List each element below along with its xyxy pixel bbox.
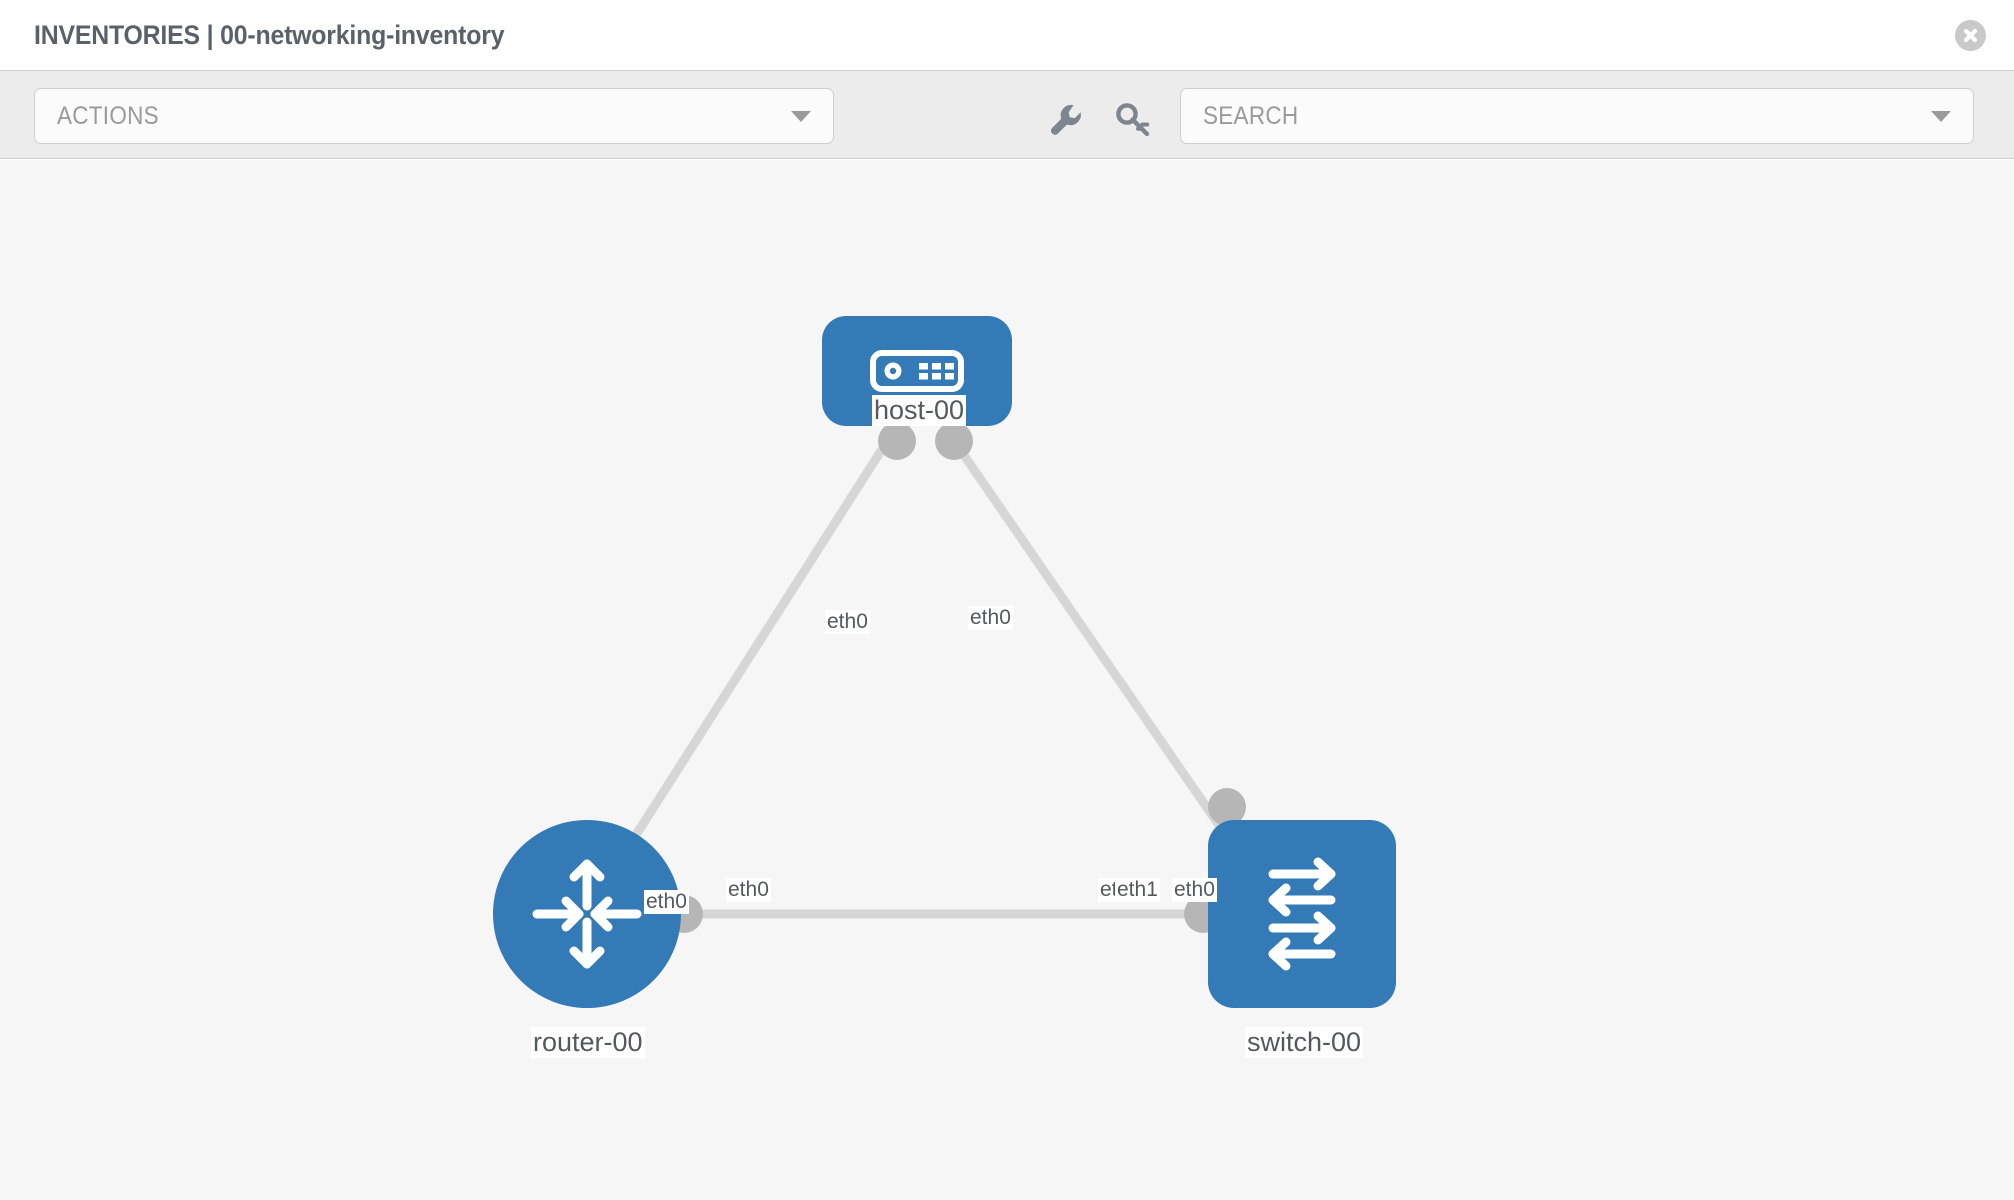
port-host-right[interactable]	[935, 422, 973, 460]
router-icon	[532, 859, 642, 969]
page-header: INVENTORIES | 00-networking-inventory	[0, 0, 2014, 70]
switch-icon	[1268, 857, 1336, 971]
edge-label-host-right: eth0	[968, 606, 1013, 630]
edge-label-switch-upper: eth0	[1172, 878, 1217, 902]
router-node-label: router-00	[531, 1027, 645, 1058]
host-node-label: host-00	[872, 395, 967, 426]
search-placeholder: SEARCH	[1203, 101, 1299, 130]
key-icon[interactable]	[1114, 101, 1152, 139]
edge-label-host-left: eth0	[825, 610, 870, 634]
close-icon[interactable]	[1955, 20, 1986, 51]
router-node-shape[interactable]	[493, 820, 681, 1008]
server-icon	[870, 350, 964, 392]
chevron-down-icon	[791, 111, 811, 122]
switch-node-shape[interactable]	[1208, 820, 1396, 1008]
actions-dropdown[interactable]: ACTIONS	[34, 88, 834, 144]
edge-label-router-middle: eth0	[726, 878, 771, 902]
port-switch-top[interactable]	[1208, 788, 1246, 826]
page-title: INVENTORIES | 00-networking-inventory	[34, 19, 505, 50]
chevron-down-icon	[1931, 111, 1951, 122]
link-host-router	[616, 429, 897, 863]
edge-label-router-upper: eth0	[644, 890, 689, 914]
switch-node-label: switch-00	[1245, 1027, 1364, 1058]
wrench-icon[interactable]	[1046, 101, 1084, 139]
topology-links	[616, 429, 1247, 919]
search-input[interactable]: SEARCH	[1180, 88, 1974, 144]
link-host-switch	[944, 429, 1247, 863]
actions-dropdown-label: ACTIONS	[57, 101, 159, 130]
topology-canvas[interactable]: host-00 router-00	[0, 160, 2014, 1200]
port-host-left[interactable]	[878, 422, 916, 460]
toolbar: ACTIONS SEARCH	[0, 70, 2014, 159]
edge-label-switch-middle-b: eth1	[1115, 878, 1160, 902]
